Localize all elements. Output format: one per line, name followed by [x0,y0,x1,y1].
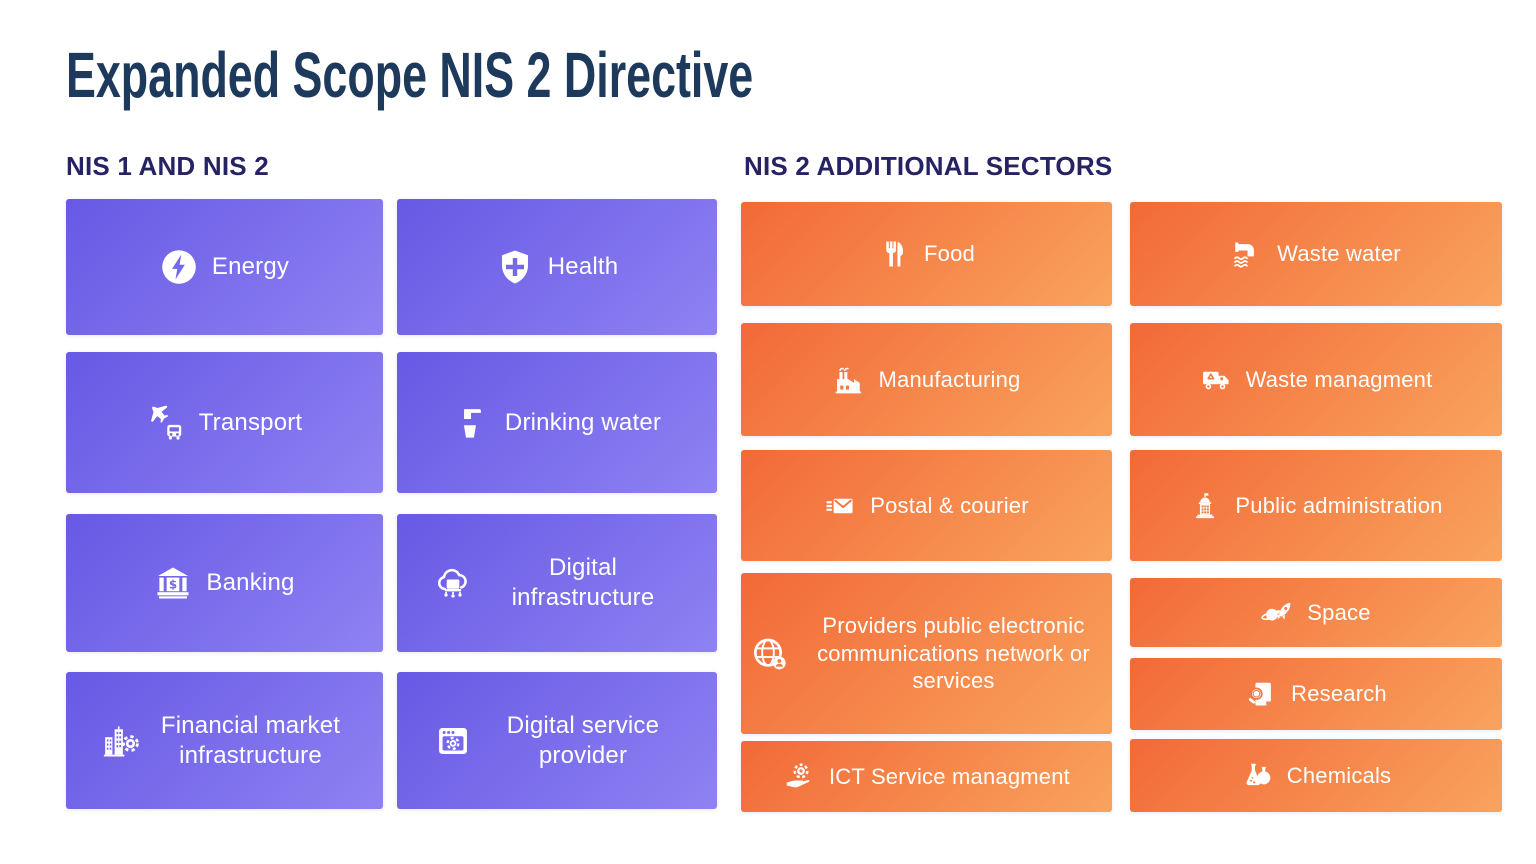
tile-postal-courier: Postal & courier [741,450,1112,561]
manufacturing-icon [832,364,864,396]
tile-label: Digital service provider [506,711,660,769]
tile-label: Waste water [1277,241,1401,267]
tile-label: Space [1307,599,1371,625]
tile-waste-water: Waste water [1130,202,1502,306]
tile-research: Research [1130,658,1502,730]
waste-truck-icon [1200,364,1232,396]
tile-label: Manufacturing [878,366,1021,392]
digital-infrastructure-icon [434,564,472,602]
ict-service-icon [783,761,815,793]
tile-label: Food [924,241,975,267]
tile-transport: Transport [66,352,383,493]
tile-waste-management: Waste managment [1130,323,1502,436]
banking-icon: $ [154,564,192,602]
globe-user-icon [750,634,790,674]
page-title: Expanded Scope NIS 2 Directive [66,39,754,111]
tile-banking: $ Banking [66,514,383,652]
tile-label: Chemicals [1286,762,1392,788]
nis2-section-header: NIS 2 ADDITIONAL SECTORS [744,151,1113,181]
tile-health: Health [397,199,717,335]
energy-icon [160,248,198,286]
tile-financial-market-infrastructure: Financial market infrastructure [66,672,383,809]
food-icon [878,238,910,270]
transport-icon [147,404,185,442]
tile-drinking-water: Drinking water [397,352,717,493]
tile-ict-service-management: ICT Service managment [741,741,1112,812]
chemicals-icon [1241,760,1273,792]
postal-envelope-icon [824,490,856,522]
tile-label: Postal & courier [870,492,1029,518]
financial-market-icon [101,722,139,760]
tile-label: Energy [211,253,290,280]
tile-label: Public administration [1235,492,1443,518]
tile-energy: Energy [66,199,383,335]
drinking-water-icon [453,404,491,442]
tile-label: Drinking water [504,408,662,436]
tile-space: Space [1130,578,1502,647]
digital-service-icon [434,722,472,760]
tile-label: Providers public electronic communicatio… [817,613,1090,694]
tile-label: Health [547,253,619,280]
tile-label: Banking [206,569,295,596]
health-shield-icon [496,248,534,286]
tile-digital-service-provider: Digital service provider [397,672,717,809]
tile-providers-network: Providers public electronic communicatio… [741,573,1112,734]
tile-manufacturing: Manufacturing [741,323,1112,436]
tile-food: Food [741,202,1112,306]
tile-label: Research [1291,681,1387,707]
nis1-section-header: NIS 1 AND NIS 2 [66,151,269,181]
public-administration-icon [1189,490,1221,522]
tile-public-administration: Public administration [1130,450,1502,561]
tile-label: Financial market infrastructure [160,711,341,769]
tile-chemicals: Chemicals [1130,739,1502,812]
svg-text:$: $ [169,577,177,591]
waste-water-icon [1231,238,1263,270]
space-icon [1261,597,1293,629]
tile-label: Transport [198,408,303,436]
tile-label: Digital infrastructure [511,554,655,611]
tile-digital-infrastructure: Digital infrastructure [397,514,717,652]
research-icon [1245,678,1277,710]
tile-label: Waste managment [1245,366,1433,392]
tile-label: ICT Service managment [828,763,1070,789]
